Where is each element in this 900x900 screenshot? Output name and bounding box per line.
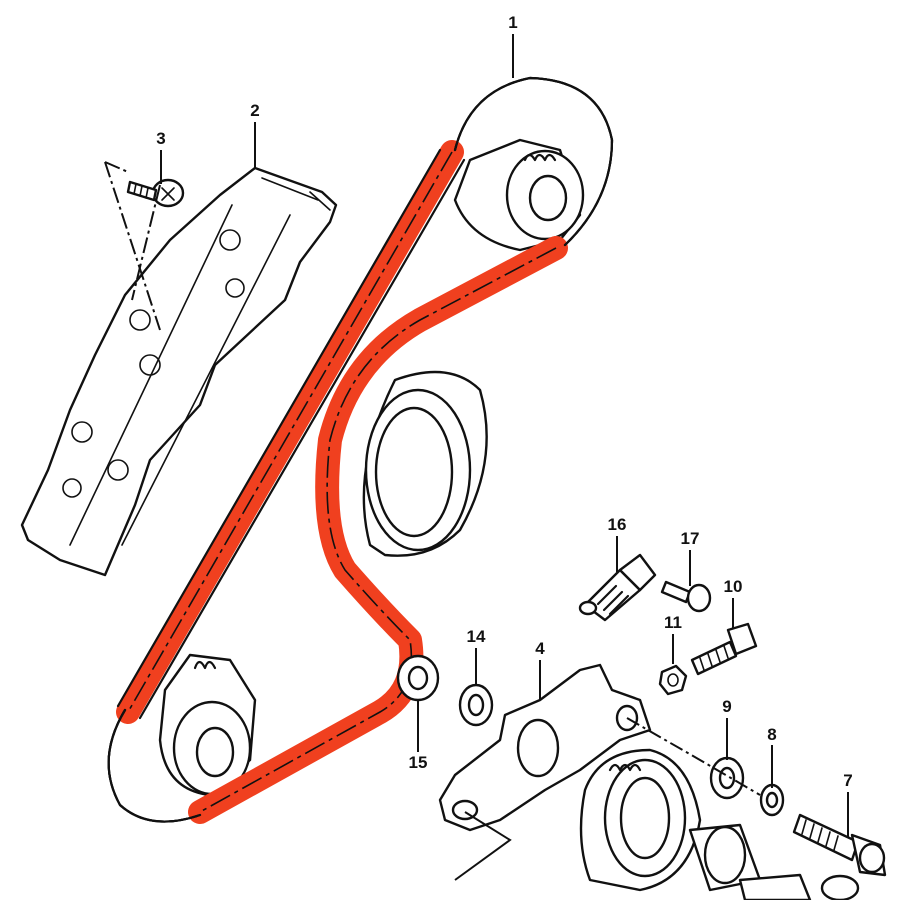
bolt-short (690, 622, 758, 676)
pin-bolt (660, 580, 712, 613)
washer-small (759, 783, 785, 817)
screw-alignment-lines (104, 161, 161, 331)
callout-15: 15 (409, 753, 428, 772)
nut (658, 664, 688, 696)
callout-8: 8 (767, 725, 776, 744)
callout-4: 4 (535, 639, 545, 658)
callout-labels: 1 2 3 4 7 8 9 10 11 14 15 16 17 (156, 13, 852, 790)
callout-11: 11 (664, 613, 682, 632)
guide-screw (126, 178, 185, 208)
callout-16: 16 (608, 515, 627, 534)
cam-chain-bottom-links (107, 708, 202, 823)
tensioner-roller (396, 654, 440, 702)
crank-sprocket (158, 653, 257, 797)
tensioner-spring (578, 553, 657, 622)
lower-sprocket-assembly (579, 748, 860, 900)
callout-leaders (160, 34, 849, 838)
washer-large (458, 683, 494, 727)
bolt-long (792, 813, 887, 877)
callout-10: 10 (724, 577, 743, 596)
callout-7: 7 (843, 771, 852, 790)
washer (709, 756, 745, 800)
cam-chain-top-links (453, 76, 614, 247)
chain-guide-cover (20, 166, 338, 577)
cam-sprocket (453, 138, 585, 252)
callout-3: 3 (156, 129, 165, 148)
assembly-lines (454, 717, 761, 881)
callout-1: 1 (508, 13, 517, 32)
bearing-ring (362, 370, 488, 557)
callout-14: 14 (467, 627, 486, 646)
callout-17: 17 (681, 529, 700, 548)
callout-9: 9 (722, 697, 731, 716)
callout-2: 2 (250, 101, 259, 120)
